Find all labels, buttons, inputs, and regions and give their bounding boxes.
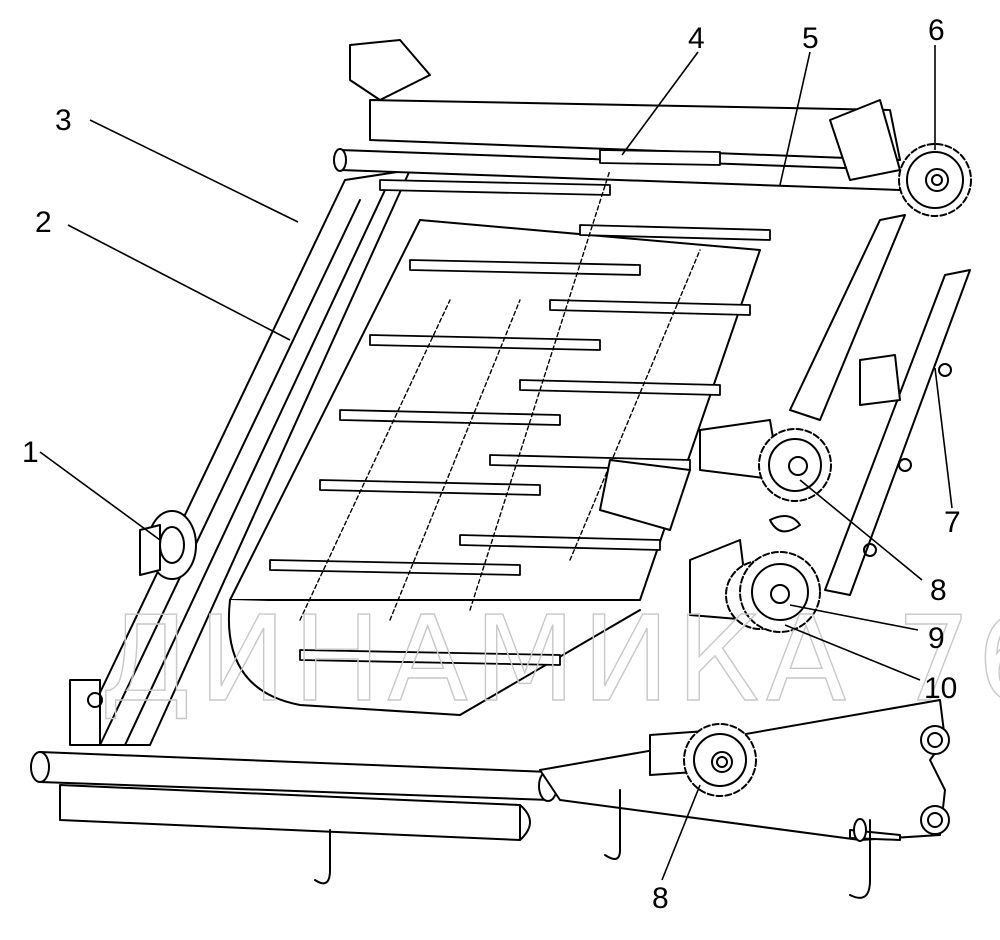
callout-5: 5: [802, 22, 819, 55]
bottom-cross-tube: [30, 751, 558, 841]
sprocket-top-right: [898, 143, 972, 217]
right-side-beam: [789, 214, 971, 596]
callout-6: 6: [928, 14, 945, 47]
hub-assembly: [139, 510, 197, 580]
sprocket-bottom: [683, 723, 757, 797]
callout-8-lower: 8: [652, 882, 669, 915]
callout-9: 9: [928, 622, 945, 655]
support-hooks: [314, 789, 871, 899]
conveyor-chains: [299, 169, 701, 621]
spring-part: [769, 354, 901, 533]
callout-10: 10: [924, 672, 957, 705]
leader-lines: [39, 45, 953, 881]
guard-plate: [599, 419, 781, 776]
callout-labels: 1 2 3 4 5 6 7 8 9 10 8: [22, 14, 961, 915]
conveyor-slats: [269, 149, 771, 666]
callout-4: 4: [688, 22, 705, 55]
callout-7: 7: [944, 506, 961, 539]
callout-3: 3: [55, 104, 72, 137]
callout-8-upper: 8: [930, 574, 947, 607]
left-side-beam: [69, 169, 411, 746]
upper-cross-tube: [333, 99, 901, 191]
sprocket-middle: [758, 428, 832, 502]
watermark-text: ДИНАМИКА 76: [100, 590, 1000, 728]
callout-2: 2: [35, 206, 52, 239]
callout-1: 1: [22, 436, 39, 469]
